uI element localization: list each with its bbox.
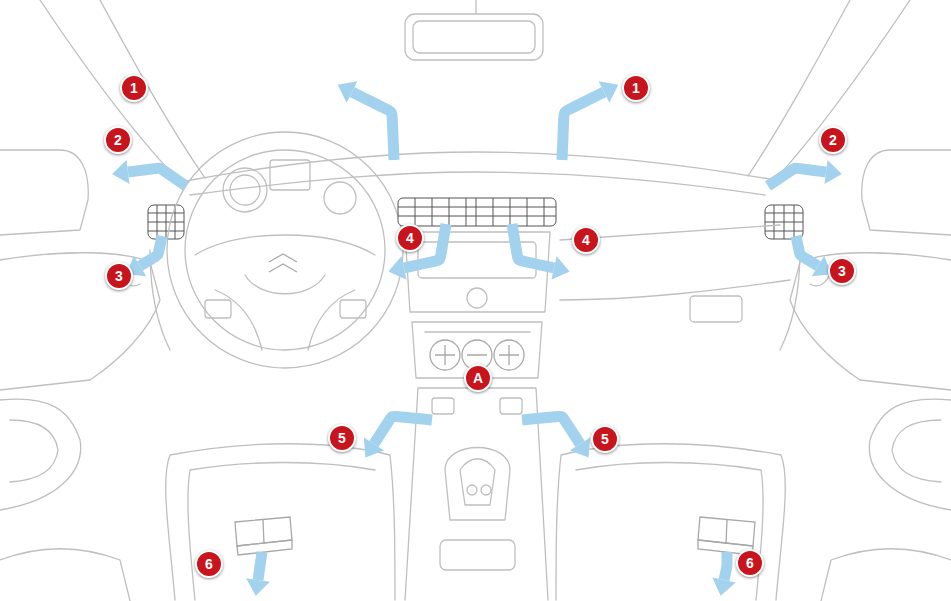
airflow-head	[246, 578, 270, 596]
callout-number: 2	[819, 126, 847, 154]
airflow-shaft	[258, 552, 262, 580]
callout-number: 1	[120, 74, 148, 102]
airflow-head	[712, 577, 735, 595]
airflow-shaft	[512, 224, 554, 268]
airflow-arrow	[512, 224, 570, 280]
callout-number: 1	[622, 74, 650, 102]
airflow-shaft	[724, 552, 727, 580]
callout-number: 5	[328, 424, 356, 452]
callout-number: 3	[105, 262, 133, 290]
airflow-arrow	[338, 81, 394, 160]
airflow-shaft	[352, 92, 394, 160]
airflow-shaft	[128, 168, 186, 186]
airflow-arrow	[112, 160, 186, 186]
airflow-arrow	[796, 236, 832, 276]
callout-number: A	[464, 364, 492, 392]
airflow-head	[570, 438, 590, 458]
airflow-head	[364, 438, 384, 458]
airflow-head	[824, 160, 841, 184]
airflow-head	[338, 81, 358, 102]
airflow-head	[551, 256, 569, 279]
airflow-arrow	[768, 160, 842, 186]
airflow-arrow	[712, 552, 735, 596]
callout-number: 6	[736, 549, 764, 577]
airflow-arrow	[388, 224, 446, 280]
callout-number: 2	[104, 126, 132, 154]
callout-number: 6	[195, 550, 223, 578]
airflow-arrow	[246, 552, 270, 596]
airflow-head	[112, 160, 129, 184]
airflow-shaft	[140, 236, 162, 266]
callout-number: 4	[396, 224, 424, 252]
airflow-shaft	[562, 92, 604, 160]
airflow-head	[599, 81, 619, 102]
airflow-shaft	[374, 416, 432, 444]
callout-number: 4	[572, 226, 600, 254]
airflow-shaft	[796, 236, 818, 266]
airflow-head	[388, 256, 406, 279]
airflow-arrow	[522, 416, 590, 457]
airflow-arrow	[562, 81, 618, 160]
airflow-shaft	[768, 168, 826, 186]
callout-number: 5	[591, 425, 619, 453]
airflow-arrow	[364, 416, 432, 457]
airflow-shaft	[522, 416, 580, 444]
callout-number: 3	[828, 257, 856, 285]
